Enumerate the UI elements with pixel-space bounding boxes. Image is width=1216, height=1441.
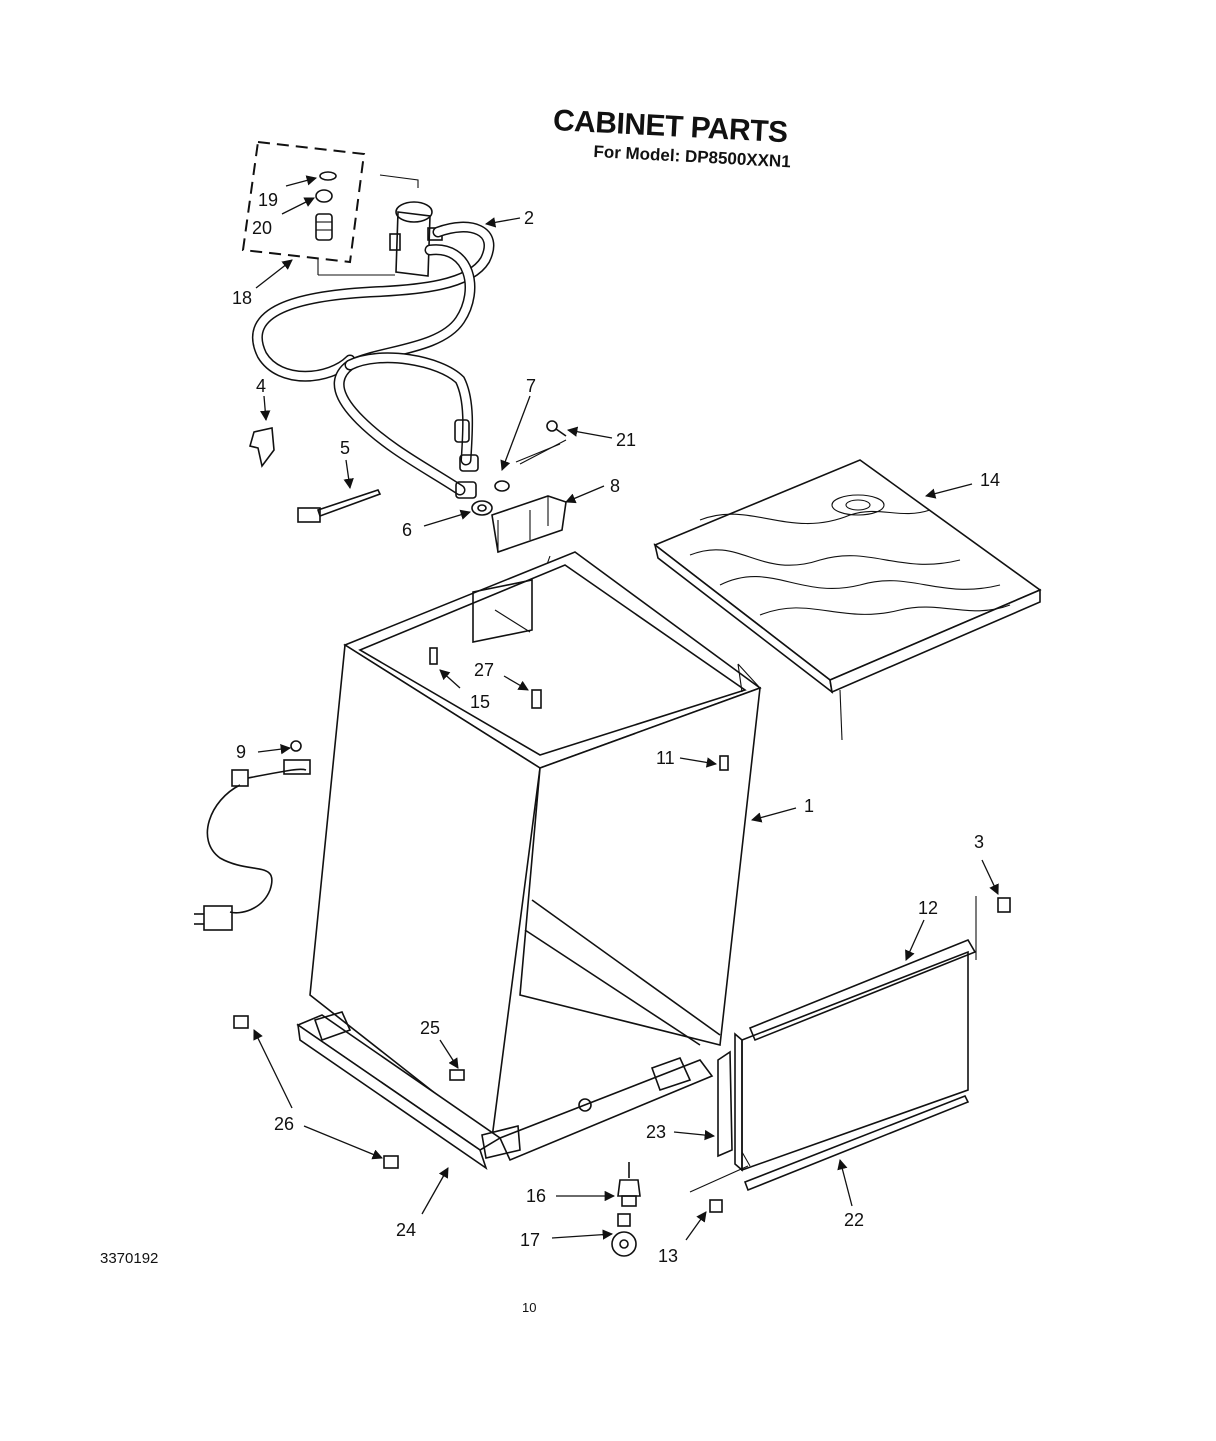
screw-26a [233, 1015, 249, 1029]
document-number: 3370192 [100, 1250, 159, 1267]
callout-1: 1 [804, 796, 814, 816]
callout-13: 13 [658, 1246, 678, 1266]
callout-19: 19 [258, 190, 278, 210]
fill-drain-hose [251, 221, 495, 499]
screw-26b [383, 1155, 399, 1169]
faucet-adapter [317, 174, 443, 277]
callout-25: 25 [420, 1018, 440, 1038]
callout-16: 16 [526, 1186, 546, 1206]
cabinet-wrapper [309, 551, 762, 1140]
kickplate [743, 1094, 970, 1192]
power-cord [194, 740, 311, 931]
leader-lines [253, 175, 999, 1241]
callout-20: 20 [252, 218, 272, 238]
washer-7 [494, 480, 510, 492]
faucet-kit-box [241, 140, 366, 264]
page-number: 10 [522, 1300, 537, 1315]
callout-22: 22 [844, 1210, 864, 1230]
cable-tie [297, 489, 382, 523]
callout-12: 12 [918, 898, 938, 918]
callout-15: 15 [470, 692, 490, 712]
callout-23: 23 [646, 1122, 666, 1142]
callout-8: 8 [610, 476, 620, 496]
screw-11 [719, 755, 729, 771]
leveling-leg [617, 1162, 641, 1207]
callout-6: 6 [402, 520, 412, 540]
callout-14: 14 [980, 470, 1000, 490]
callout-7: 7 [526, 376, 536, 396]
screw-25 [449, 1069, 465, 1081]
screw-15 [429, 647, 438, 665]
callout-5: 5 [340, 438, 350, 458]
callout-4: 4 [256, 376, 266, 396]
callout-3: 3 [974, 832, 984, 852]
callout-numbers: 1 2 3 4 5 6 7 8 9 11 12 13 14 15 16 17 1… [232, 190, 1000, 1266]
callout-26: 26 [274, 1114, 294, 1134]
hose-clip [249, 427, 275, 468]
wood-top [653, 459, 1042, 741]
callout-11: 11 [656, 748, 675, 768]
cabinet-base [296, 1011, 714, 1171]
hose-bracket [491, 443, 567, 571]
callout-27: 27 [474, 660, 494, 680]
front-panel [734, 938, 977, 1172]
hose-nut [471, 500, 493, 516]
callout-18: 18 [232, 288, 252, 308]
callout-24: 24 [396, 1220, 416, 1240]
screw-27 [531, 689, 542, 709]
callout-17: 17 [520, 1230, 540, 1250]
callout-2: 2 [524, 208, 534, 228]
callout-9: 9 [236, 742, 246, 762]
screw-13 [709, 1199, 723, 1213]
caster [611, 1213, 637, 1257]
callout-21: 21 [616, 430, 636, 450]
screw-21 [546, 420, 567, 437]
side-trim [717, 1050, 733, 1158]
screw-3 [997, 897, 1011, 913]
